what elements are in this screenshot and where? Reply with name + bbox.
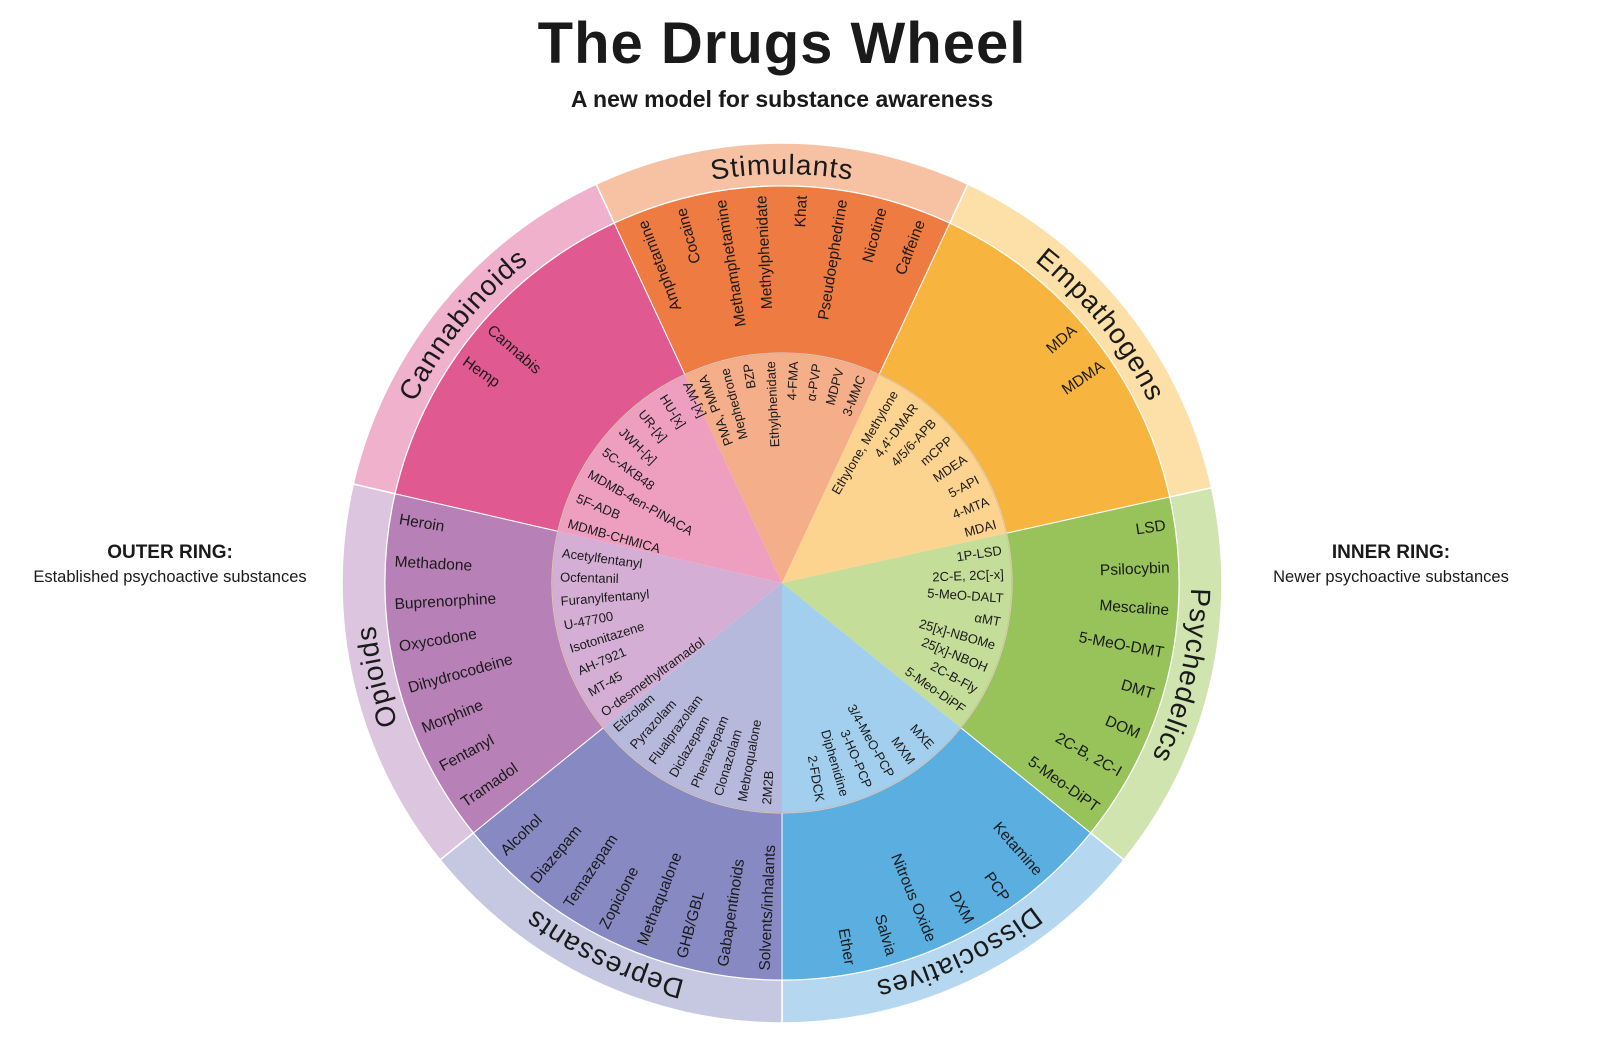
outer-substance-label: Buprenorphine [394,591,496,614]
inner-substance-label: 2C-E, 2C[-x] [932,567,1004,585]
page-subtitle: A new model for substance awareness [570,86,994,112]
inner-substance-label: Ethylphenidate [763,361,782,448]
inner-substance-label: Ocfentanil [560,570,619,587]
outer-substance-label: Psilocybin [1100,560,1170,580]
inner-ring-depressants [603,583,782,813]
inner-ring-key: INNER RING: Newer psychoactive substance… [1211,542,1571,587]
inner-ring-stimulants [684,352,880,583]
outer-ring-heading: OUTER RING: [107,542,233,563]
inner-substance-label: αMT [973,610,1002,629]
inner-ring-dissociatives [782,583,961,813]
outer-substance-label: Solvents/inhalants [757,844,779,971]
outer-substance-label: Mescaline [1099,597,1170,619]
inner-ring-psychedelics [782,533,1013,728]
inner-ring-heading: INNER RING: [1331,542,1451,563]
inner-substance-label: α-PVP [803,363,824,403]
outer-ring-description: Established psychoactive substances [33,568,307,586]
inner-substance-label: 1P-LSD [955,543,1002,565]
inner-substance-label: 2M2B [759,770,776,805]
outer-ring-key: OUTER RING: Established psychoactive sub… [0,542,350,587]
inner-substance-label: 4-FMA [784,361,801,401]
category-label-text: Stimulants [708,149,855,186]
outer-substance-label: Khat [792,194,811,227]
outer-substance-label: Methylphenidate [753,195,776,309]
outer-substance-label: Ether [835,927,858,966]
inner-ring-opioids [552,531,782,728]
inner-ring-border [551,352,1013,814]
outer-substance-label: Methadone [394,554,472,575]
outer-substance-label: LSD [1135,517,1167,538]
page-title: The Drugs Wheel [537,11,1027,76]
category-label-stimulants: Stimulants [708,149,856,186]
inner-substance-label: BZP [740,363,759,390]
inner-ring-description: Newer psychoactive substances [1273,568,1509,586]
inner-substance-label: Furanylfentanyl [560,586,650,608]
inner-substance-label: 5-MeO-DALT [927,585,1004,605]
